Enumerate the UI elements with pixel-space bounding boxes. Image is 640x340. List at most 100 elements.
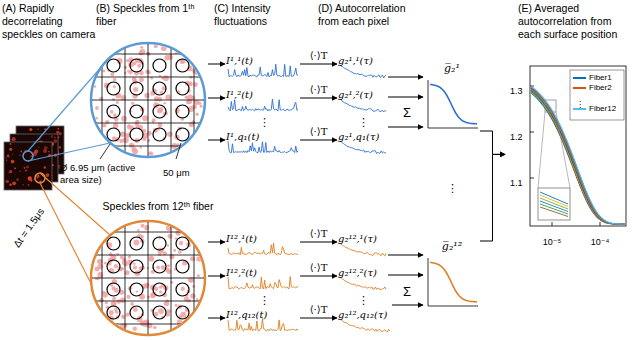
fiber-curve bbox=[531, 90, 625, 224]
speckle bbox=[156, 266, 160, 270]
curve-label: g̅₂¹ bbox=[424, 62, 480, 76]
camera-speckle bbox=[30, 155, 32, 157]
camera-speckle bbox=[5, 157, 7, 159]
trace-label: I¹,¹(t) bbox=[226, 55, 253, 67]
camera-speckle bbox=[46, 173, 50, 177]
speckle-group bbox=[88, 218, 208, 338]
pixel-aperture bbox=[153, 59, 166, 72]
curve-label: g₂¹²,q₁₂(τ) bbox=[338, 309, 387, 321]
flow-arrow bbox=[208, 98, 225, 99]
camera-speckle bbox=[22, 184, 24, 186]
tick-mark bbox=[600, 222, 601, 226]
pixel-aperture bbox=[176, 82, 189, 95]
camera-frame bbox=[4, 142, 52, 190]
operator-label: ⟨·⟩T bbox=[309, 50, 329, 62]
speckle bbox=[129, 143, 134, 148]
pixel-aperture bbox=[130, 306, 143, 319]
intensity-trace: I¹²,q₁₂(t) bbox=[226, 304, 300, 332]
pixel-aperture bbox=[130, 82, 143, 95]
speckle bbox=[112, 286, 116, 290]
tick-label: 1.2 bbox=[510, 131, 523, 143]
pixel-aperture bbox=[176, 59, 189, 72]
pixel-aperture bbox=[153, 237, 166, 250]
pixel-aperture bbox=[176, 128, 189, 141]
speckle bbox=[179, 241, 183, 245]
speckle bbox=[127, 125, 131, 129]
tick-label: 1.3 bbox=[510, 85, 523, 97]
speckle bbox=[130, 302, 134, 306]
speckle bbox=[113, 85, 116, 88]
tick-label: 10⁻⁵ bbox=[543, 236, 562, 248]
speckle bbox=[105, 301, 108, 304]
pixel-aperture bbox=[130, 260, 143, 273]
trace-label: I¹²,²(t) bbox=[226, 267, 257, 279]
trace-label: I¹²,¹(t) bbox=[226, 233, 257, 245]
averaged-autocorrelation-plot: g̅₂¹ bbox=[424, 62, 480, 132]
speckle bbox=[113, 114, 116, 117]
inset-curve bbox=[540, 207, 568, 217]
speckle bbox=[113, 78, 117, 82]
camera-speckle bbox=[11, 160, 15, 164]
operator-label: ⟨·⟩T bbox=[309, 84, 329, 96]
panel-heading: (A) Rapidly decorrelating speckles on ca… bbox=[2, 2, 100, 41]
tick-mark bbox=[552, 222, 553, 226]
flow-arrow bbox=[480, 154, 505, 241]
speckle bbox=[126, 312, 130, 316]
speckle bbox=[121, 116, 127, 122]
pixel-aperture bbox=[107, 306, 120, 319]
flow-arrow bbox=[388, 97, 423, 98]
ellipsis-holder: ⋮ bbox=[576, 93, 584, 111]
speckle bbox=[161, 46, 167, 52]
camera-speckle bbox=[12, 181, 16, 185]
tick-label-holder: 1.2 bbox=[510, 126, 523, 144]
legend-text: Fiber12 bbox=[589, 104, 616, 113]
flow-arrow bbox=[300, 242, 337, 243]
speckle bbox=[133, 78, 137, 82]
speckle bbox=[123, 137, 129, 143]
pixel-grid-line bbox=[88, 100, 208, 101]
speckle bbox=[158, 253, 161, 256]
camera-speckle bbox=[9, 184, 11, 186]
speckle bbox=[178, 250, 182, 254]
speckle bbox=[109, 310, 114, 315]
ellipsis: ⋮ bbox=[358, 116, 369, 128]
pixel-aperture bbox=[107, 105, 120, 118]
pixel-aperture bbox=[107, 59, 120, 72]
camera-speckle bbox=[19, 170, 20, 171]
curve-label: g₂¹,²(τ) bbox=[338, 89, 373, 101]
operator-label: ⟨·⟩T bbox=[309, 126, 329, 138]
speckle bbox=[144, 283, 150, 289]
speckle bbox=[110, 72, 114, 76]
dimension-label: Ø 6.95 μm (active area size) bbox=[60, 162, 154, 186]
flow-arrow bbox=[300, 98, 337, 99]
ellipsis-holder: ⋮ bbox=[358, 112, 369, 130]
intensity-trace-line bbox=[228, 141, 298, 153]
speckle bbox=[192, 105, 197, 110]
speckle bbox=[110, 284, 113, 287]
pixel-aperture bbox=[130, 283, 143, 296]
ellipsis: ⋮ bbox=[447, 182, 458, 194]
speckle bbox=[122, 260, 127, 265]
camera-speckle bbox=[58, 146, 61, 149]
pixel-aperture bbox=[176, 105, 189, 118]
pixel-aperture bbox=[153, 306, 166, 319]
camera-speckle bbox=[30, 179, 32, 181]
camera-speckle bbox=[26, 166, 29, 169]
averaged-curve bbox=[430, 84, 477, 123]
speckle bbox=[190, 293, 195, 298]
speckle bbox=[158, 107, 163, 112]
legend-text: Fiber2 bbox=[589, 83, 612, 92]
pixel-grid-line bbox=[88, 301, 208, 302]
speckle bbox=[175, 304, 178, 307]
fiber-curve bbox=[531, 88, 625, 224]
pixel-grid-line bbox=[88, 123, 208, 124]
speckle bbox=[158, 308, 164, 314]
zoom-box bbox=[545, 100, 556, 112]
magnification-line bbox=[28, 143, 110, 161]
speckle bbox=[185, 95, 189, 99]
time-step-label: Δt = 1.5μs bbox=[7, 201, 50, 255]
legend-text: Fiber1 bbox=[589, 73, 612, 82]
speckle bbox=[161, 265, 166, 270]
pixel-aperture bbox=[176, 237, 189, 250]
operator-label: ⟨·⟩T bbox=[309, 304, 329, 316]
